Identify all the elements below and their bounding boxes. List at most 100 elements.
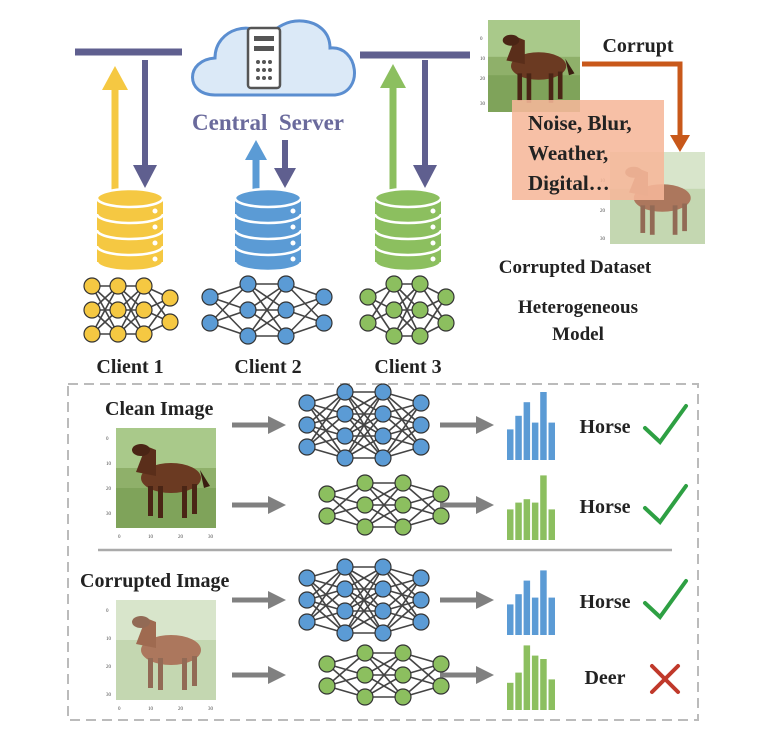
output-bar [507,429,514,460]
svg-text:0: 0 [106,609,109,614]
neural-network [298,383,430,467]
comparison-row-4 [232,644,555,710]
arrow-to-model [232,416,286,434]
check-icon-2 [643,484,688,526]
corruption-line-2: Weather, [528,141,608,165]
check-icon-1 [643,404,688,446]
output-bar [531,422,539,460]
arrow-to-model [232,496,286,514]
svg-text:0: 0 [480,37,483,42]
corrupt-arrow [582,61,690,152]
clean-horse-image: 0 10 20 30 0 10 20 30 [106,428,216,540]
svg-text:30: 30 [106,693,112,698]
server-label: Central Server [192,110,344,135]
arrow-to-output [440,666,494,684]
svg-text:10: 10 [148,707,154,712]
corruption-types-box: Noise, Blur, Weather, Digital… [512,100,664,200]
neural-network [318,474,450,536]
neural-network-client-2 [201,275,333,345]
output-bar [523,402,531,460]
svg-text:0: 0 [118,535,121,540]
comparison-panel [67,383,699,721]
svg-text:20: 20 [600,209,606,214]
svg-text:0: 0 [106,437,109,442]
prediction-label-3: Horse [579,591,630,613]
output-bar [531,655,539,710]
database-icon-client-2 [233,187,303,273]
corrupted-horse-image-bottom: 0 10 20 30 0 10 20 30 [106,600,216,712]
client-1-arrows [102,60,157,190]
neural-network-client-3 [359,275,455,345]
output-bar [548,597,555,635]
neural-network [318,644,450,706]
svg-text:20: 20 [106,487,112,492]
neural-network-client-1 [83,277,179,343]
output-bar [548,422,555,460]
svg-text:10: 10 [106,637,112,642]
output-bar [531,502,539,540]
prediction-label-1: Horse [579,416,630,438]
heterogeneous-model-label-1: Heterogeneous [518,297,638,318]
output-bar [540,570,547,635]
clean-image-label: Clean Image [105,398,213,420]
corrupt-label: Corrupt [602,35,673,57]
client-3-label: Client 3 [374,356,441,378]
svg-text:10: 10 [480,57,486,62]
svg-text:10: 10 [148,535,154,540]
output-bar [523,645,531,710]
database-icon-client-1 [95,187,165,273]
arrow-to-output [440,496,494,514]
svg-text:30: 30 [600,237,606,242]
client-1-label: Client 1 [96,356,163,378]
database-icon-client-3 [373,187,443,273]
svg-text:30: 30 [480,102,486,107]
output-bar [515,594,522,635]
svg-text:0: 0 [118,707,121,712]
svg-text:30: 30 [208,707,214,712]
svg-text:20: 20 [178,707,184,712]
output-bar [515,672,522,710]
cross-icon [650,664,680,694]
arrow-to-output [440,591,494,609]
output-bar [540,659,547,710]
cloud-server-icon [191,19,356,97]
output-bar [515,415,522,460]
corruption-line-3: Digital… [528,171,610,195]
comparison-row-2 [232,474,555,540]
svg-text:30: 30 [208,535,214,540]
output-bar [548,509,555,540]
heterogeneous-model-label-2: Model [552,324,604,345]
neural-network [298,558,430,642]
output-bar [507,604,514,635]
output-bar [540,475,547,540]
prediction-label-4: Deer [584,667,625,689]
comparison-row-3 [232,558,555,642]
svg-text:20: 20 [480,77,486,82]
svg-text:30: 30 [106,512,112,517]
arrow-to-output [440,416,494,434]
output-bar [507,509,514,540]
check-icon-3 [643,579,688,621]
corrupted-image-label: Corrupted Image [80,570,230,592]
arrow-to-model [232,591,286,609]
client-2-arrows [245,140,296,190]
svg-text:20: 20 [106,665,112,670]
output-bar [531,597,539,635]
output-bar [515,502,522,540]
svg-text:10: 10 [106,462,112,467]
output-bar [540,392,547,460]
client-2-label: Client 2 [234,356,301,378]
comparison-row-1 [232,383,555,467]
prediction-label-2: Horse [579,496,630,518]
client-3-arrows [380,60,437,190]
output-bar [523,580,531,635]
arrow-to-model [232,666,286,684]
original-horse-image: 0 10 20 30 [480,20,580,112]
output-bar [507,682,514,710]
corruption-line-1: Noise, Blur, [528,111,632,135]
output-bar [548,679,555,710]
corrupted-dataset-label: Corrupted Dataset [499,257,652,278]
output-bar [523,499,531,540]
svg-text:20: 20 [178,535,184,540]
